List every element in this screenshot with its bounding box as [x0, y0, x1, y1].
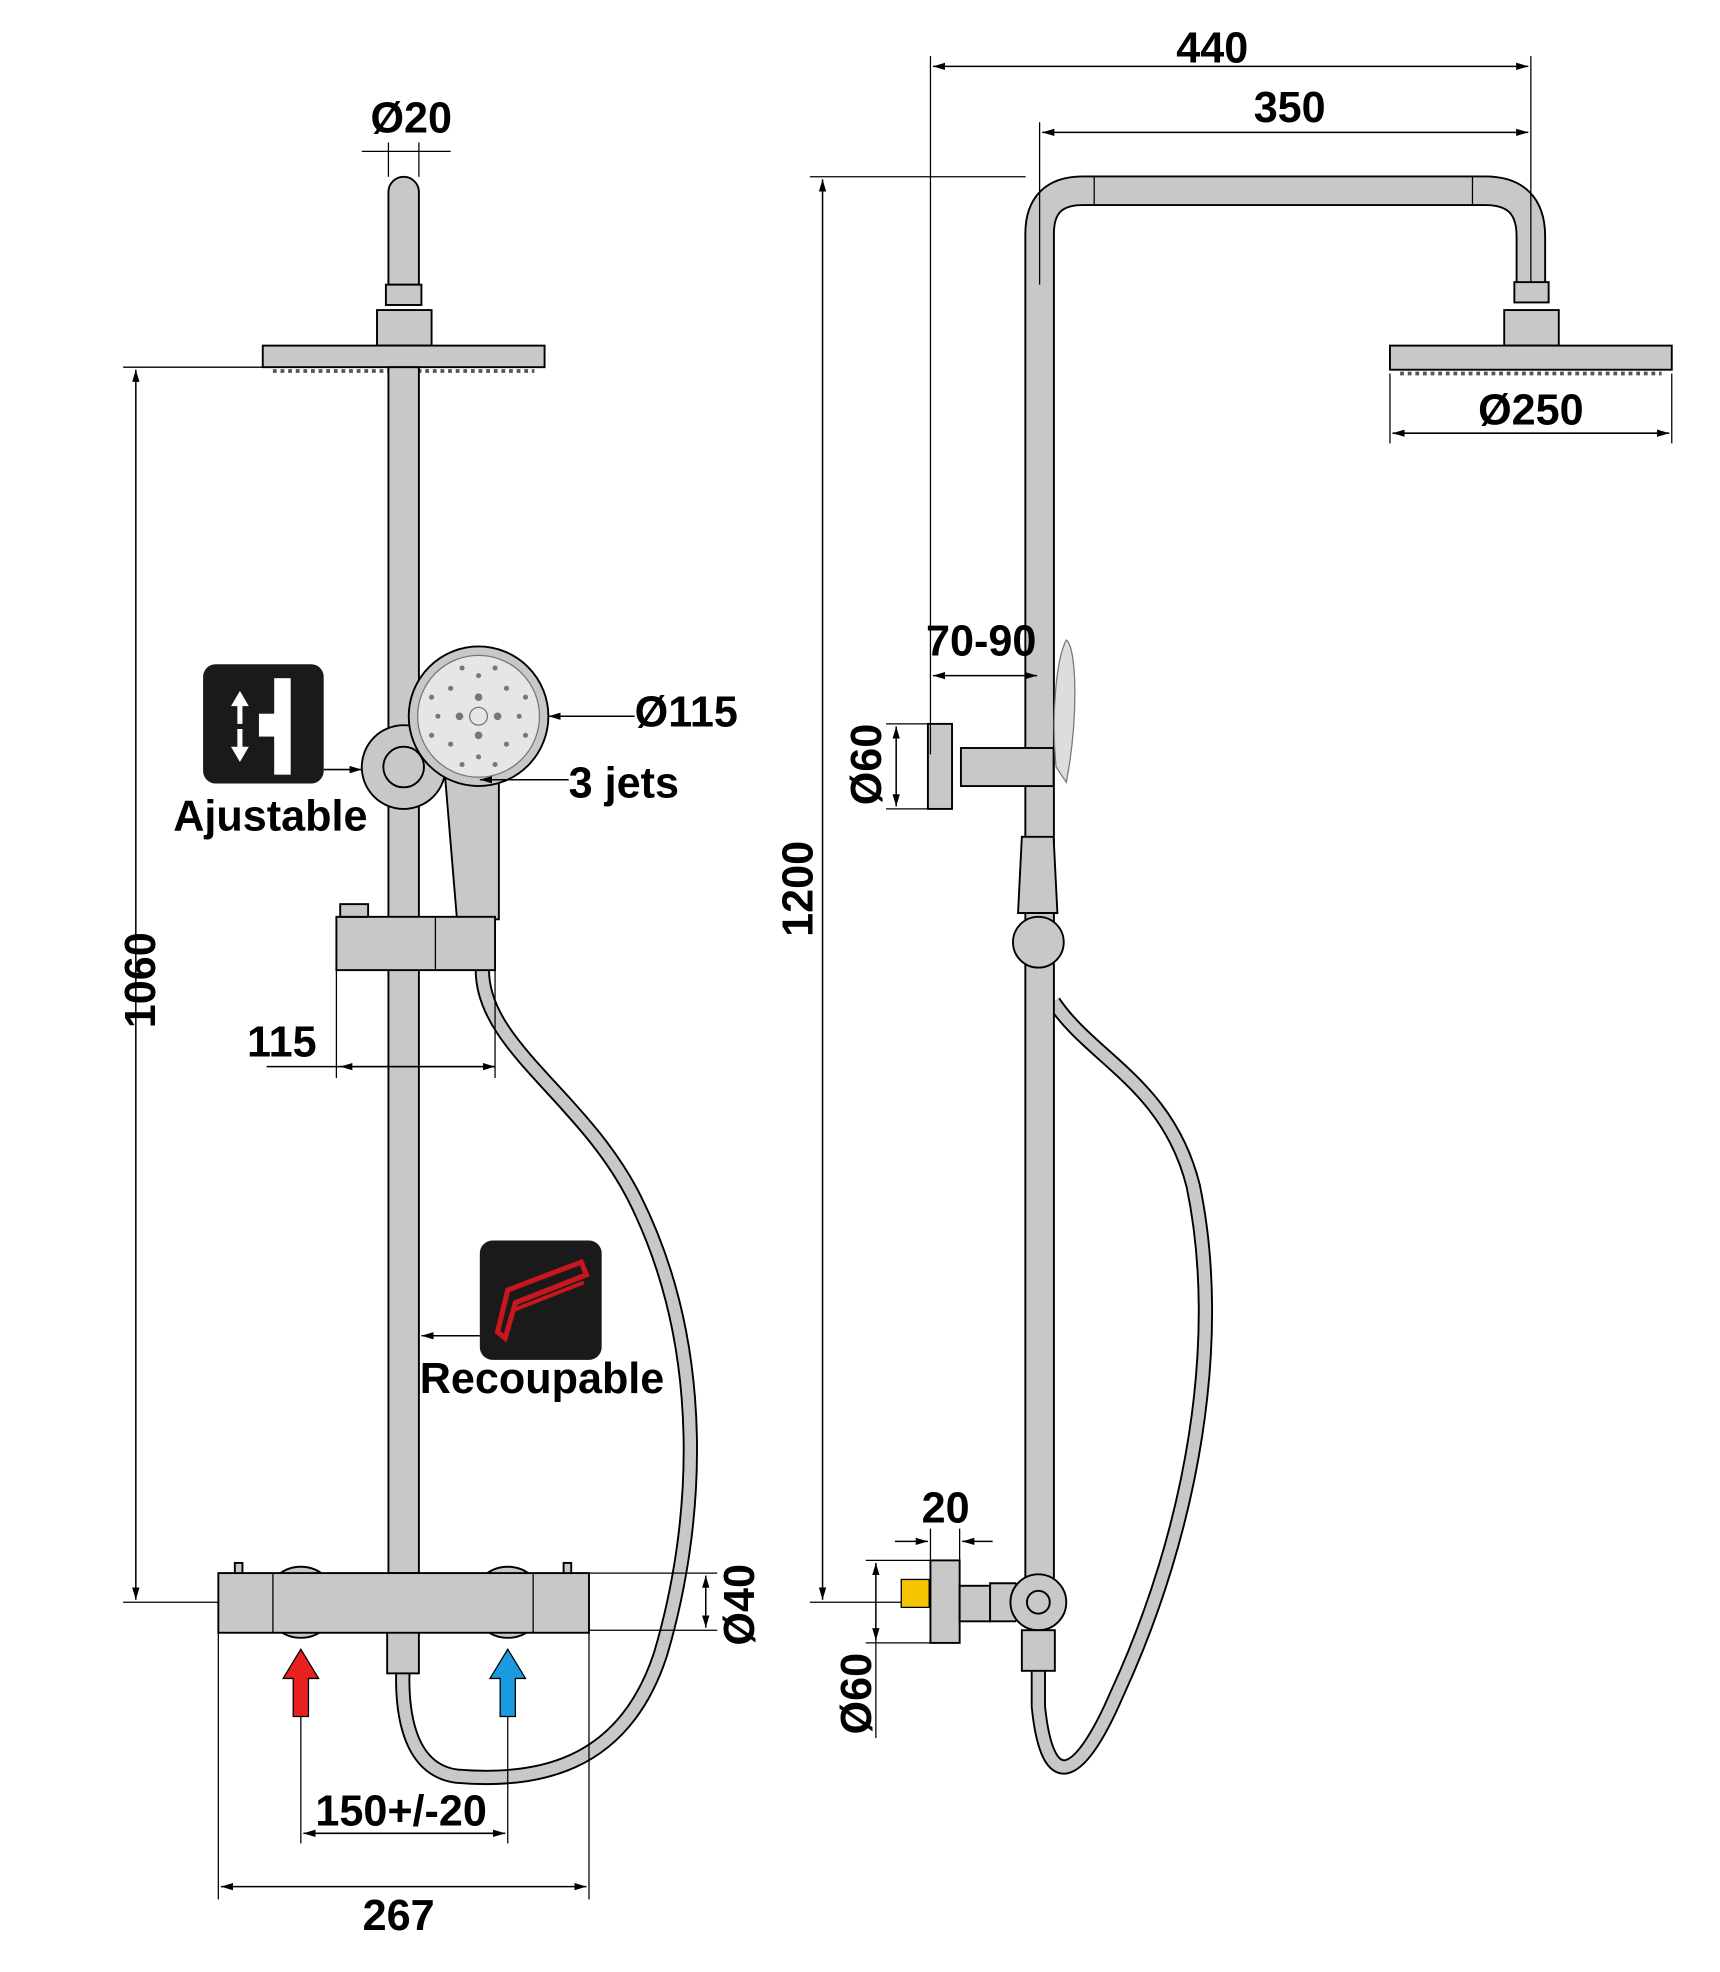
dim-bracket-offset: 70-90: [926, 617, 1036, 665]
label-cuttable: Recoupable: [420, 1355, 665, 1403]
cuttable-saw-icon: [479, 1240, 602, 1360]
dim-height: 1060: [117, 932, 165, 1028]
dim-head-diameter: Ø250: [1478, 386, 1584, 434]
dim-body-diameter: Ø40: [716, 1564, 764, 1646]
front-view: Ø20 1060 Ø115 3 jets Ajustable 115 Recou…: [117, 94, 764, 1939]
side-hose: [1030, 997, 1214, 1775]
label-adjustable: Ajustable: [173, 793, 367, 841]
spray-jets: [429, 665, 529, 768]
hot-inlet-arrow: [281, 1648, 320, 1718]
dim-inlet-spacing: 150+/-20: [315, 1788, 487, 1836]
cold-inlet-arrow: [488, 1648, 527, 1718]
connector-yellow: [900, 1578, 930, 1608]
side-wall-bracket: [926, 722, 953, 810]
side-hand-shower: [1053, 639, 1076, 784]
side-rain-head: [1389, 344, 1673, 371]
dim-body-width: 267: [363, 1892, 435, 1940]
dim-top-pipe: Ø20: [371, 94, 453, 142]
dim-slider-offset: 115: [247, 1018, 317, 1066]
dim-arm-reach: 350: [1254, 84, 1326, 132]
side-handle: [1017, 835, 1059, 914]
dim-total-reach: 440: [1176, 25, 1248, 73]
dim-bracket-diameter: Ø60: [843, 724, 891, 806]
dim-wall-offset: 20: [922, 1484, 970, 1532]
rain-head: [261, 344, 546, 369]
side-head-connector: [1503, 309, 1560, 347]
thermostat-body: [217, 1572, 590, 1634]
side-slider: [1012, 915, 1065, 969]
label-jets: 3 jets: [569, 759, 679, 807]
hand-shower-handle: [443, 766, 500, 921]
nut: [384, 283, 423, 306]
slider: [335, 915, 497, 972]
side-view: 440 350 Ø250 1200 70-90 Ø60 20 Ø60: [774, 25, 1673, 1775]
head-connector: [376, 309, 433, 347]
adjustable-icon: [203, 664, 324, 784]
dim-connector-diameter: Ø60: [833, 1653, 881, 1735]
top-pipe: [387, 175, 420, 286]
label-hand-shower-diameter: Ø115: [635, 688, 738, 736]
outlet: [386, 1626, 420, 1675]
dim-total-height: 1200: [774, 841, 822, 937]
shower-arm: [1024, 175, 1547, 1599]
